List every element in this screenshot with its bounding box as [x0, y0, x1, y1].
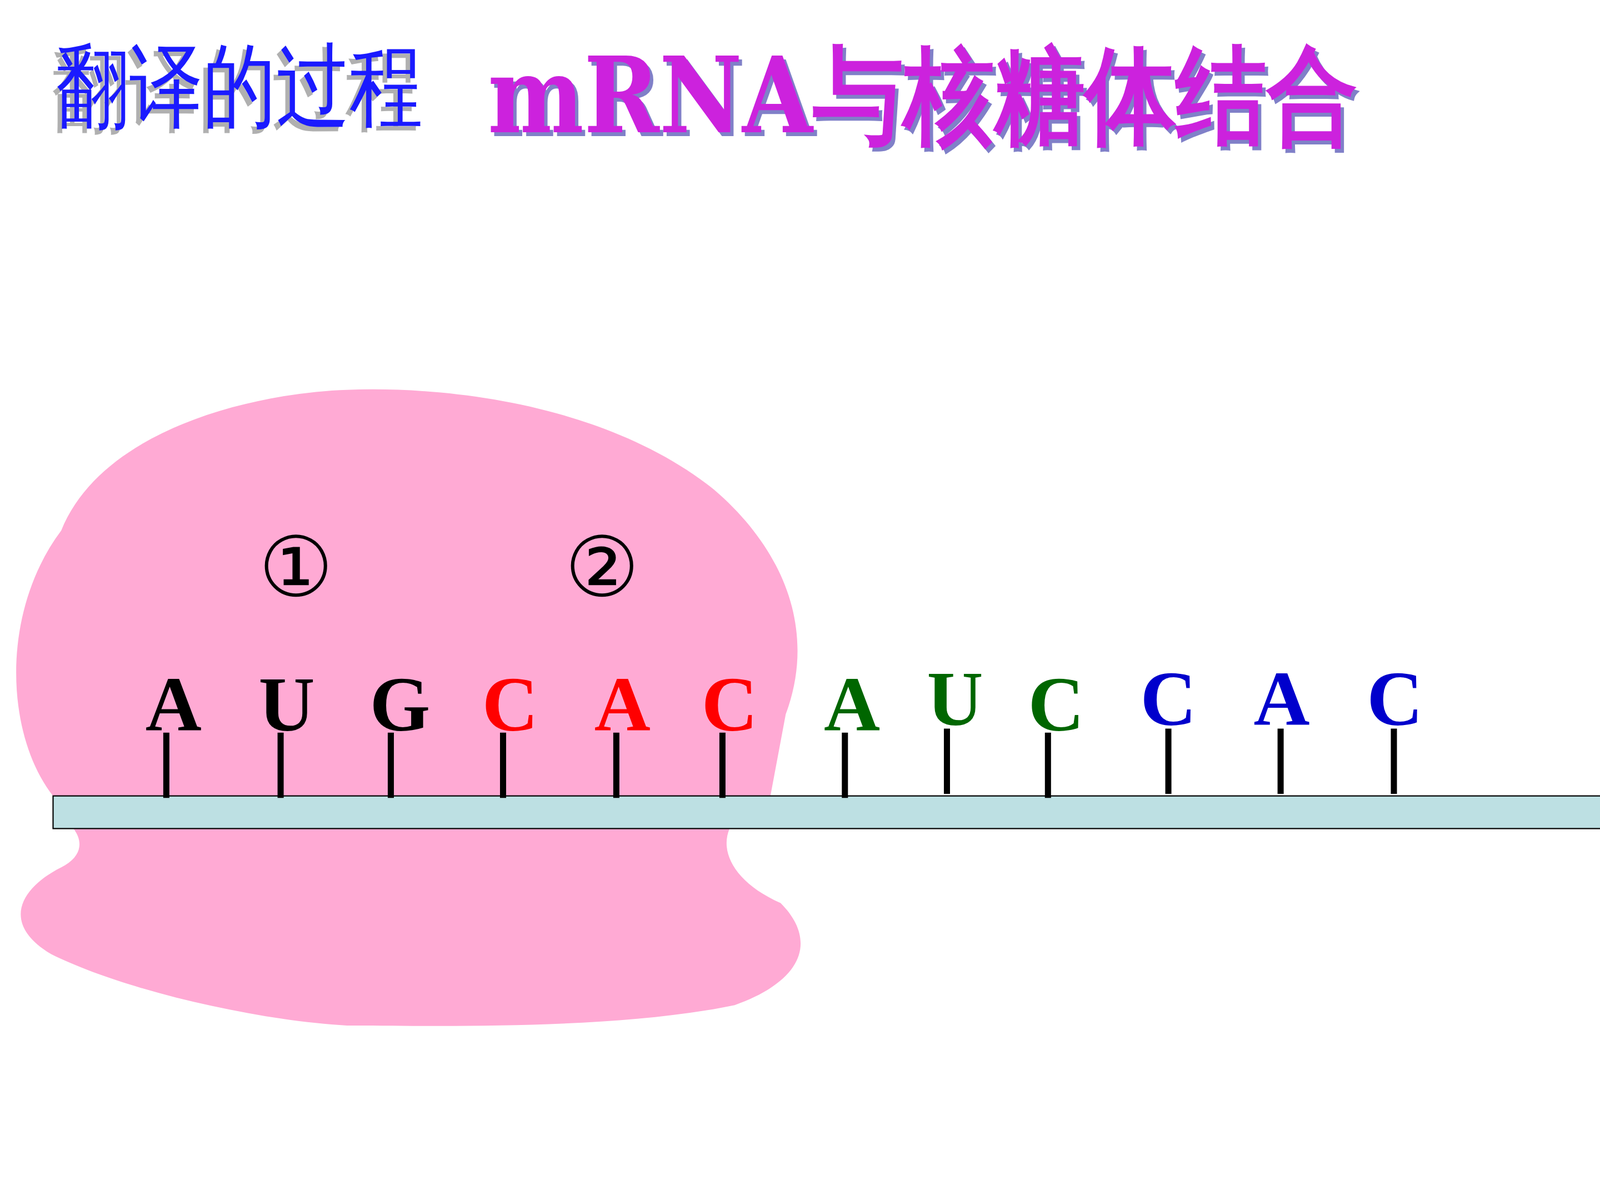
nucleotide-base: U — [258, 665, 315, 744]
slide-subtitle: mRNA与核糖体结合 — [487, 42, 1358, 149]
nucleotide-base: A — [1253, 660, 1310, 738]
slide-title: 翻译的过程 — [56, 40, 423, 133]
callout-number: ② — [564, 525, 639, 609]
nucleotide-base: A — [594, 665, 651, 744]
nucleotide-base: G — [370, 665, 431, 744]
nucleotide-base: C — [1140, 660, 1197, 738]
nucleotide-base: C — [1366, 660, 1423, 738]
nucleotide-base: A — [823, 665, 880, 744]
callout-number: ① — [258, 525, 333, 609]
nucleotide-base: C — [701, 665, 758, 744]
nucleotide-base: U — [927, 660, 984, 738]
nucleotide-base: C — [1027, 665, 1084, 744]
nucleotide-stems — [166, 728, 1394, 798]
nucleotide-base: A — [145, 665, 202, 744]
mrna-strand — [53, 796, 1600, 829]
nucleotide-base: C — [482, 665, 539, 744]
ribosome — [16, 389, 801, 1027]
